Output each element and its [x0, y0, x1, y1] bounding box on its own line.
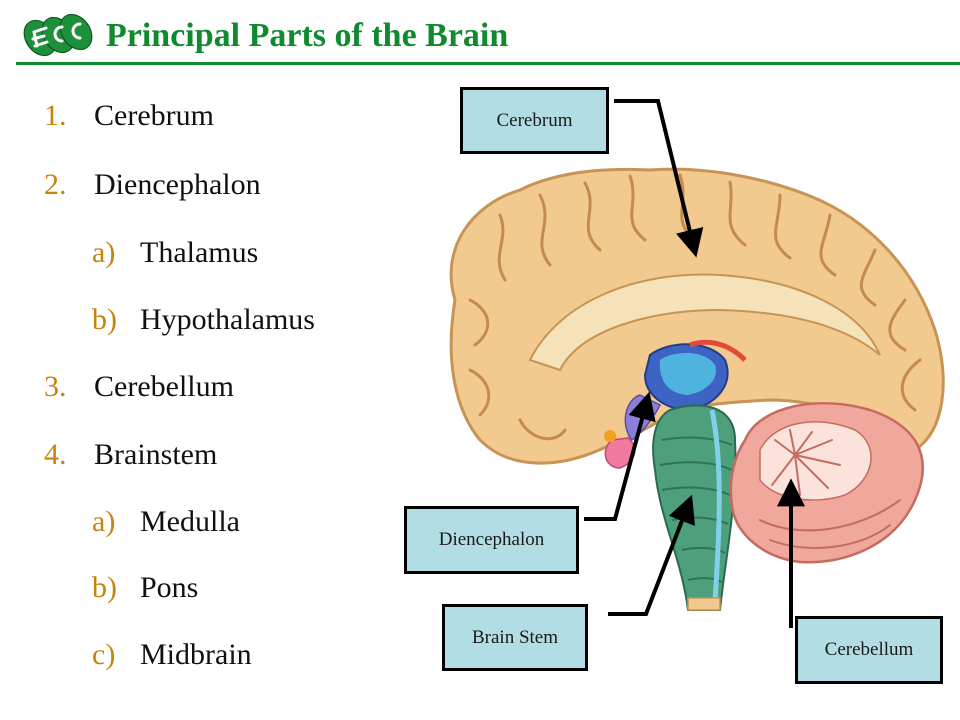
cerebrum-leader: [614, 99, 704, 258]
leader-lines: [584, 99, 805, 628]
list-number: 4.: [44, 438, 67, 471]
cerebrum-label: Cerebrum: [460, 87, 609, 154]
cerebellum-illustration: [729, 402, 924, 564]
diencephalon-label: Diencephalon: [404, 506, 579, 574]
list-text: Medulla: [140, 505, 240, 538]
diencephalon-leader: [584, 391, 656, 521]
list-number: a): [92, 505, 116, 538]
outline-list: 1. Cerebrum 2. Diencephalon a) Thalamus b) H…: [0, 0, 420, 720]
list-item: 3. Cerebellum: [44, 369, 234, 405]
list-number: b): [92, 571, 117, 604]
page-title: Principal Parts of the Brain: [106, 17, 509, 54]
list-item: a) Medulla: [92, 504, 240, 540]
list-number: 1.: [44, 99, 67, 132]
list-text: Pons: [140, 571, 199, 604]
list-text: Midbrain: [140, 638, 252, 671]
list-text: Cerebrum: [94, 99, 214, 132]
list-text: Hypothalamus: [140, 303, 315, 336]
list-item: 2. Diencephalon: [44, 167, 261, 203]
ecc-logo-icon: [23, 13, 93, 57]
list-item: 1. Cerebrum: [44, 98, 214, 134]
brain-stem-label: Brain Stem: [442, 604, 588, 671]
list-text: Brainstem: [94, 438, 218, 471]
list-text: Diencephalon: [94, 168, 261, 201]
title-divider: [16, 62, 960, 65]
brainstem-illustration: [652, 404, 737, 611]
list-item: a) Thalamus: [92, 235, 258, 271]
cerebrum-illustration: [449, 167, 945, 465]
list-number: 2.: [44, 168, 67, 201]
list-text: Thalamus: [140, 236, 259, 269]
list-number: a): [92, 236, 116, 269]
list-item: b) Hypothalamus: [92, 302, 315, 338]
list-item: 4. Brainstem: [44, 437, 217, 473]
list-item: b) Pons: [92, 570, 198, 606]
list-text: Cerebellum: [94, 370, 234, 403]
list-number: 3.: [44, 370, 67, 403]
brainstem-leader: [608, 494, 695, 616]
list-number: b): [92, 303, 117, 336]
list-item: c) Midbrain: [92, 637, 252, 673]
cerebellum-label: Cerebellum: [795, 616, 943, 684]
list-number: c): [92, 638, 116, 671]
